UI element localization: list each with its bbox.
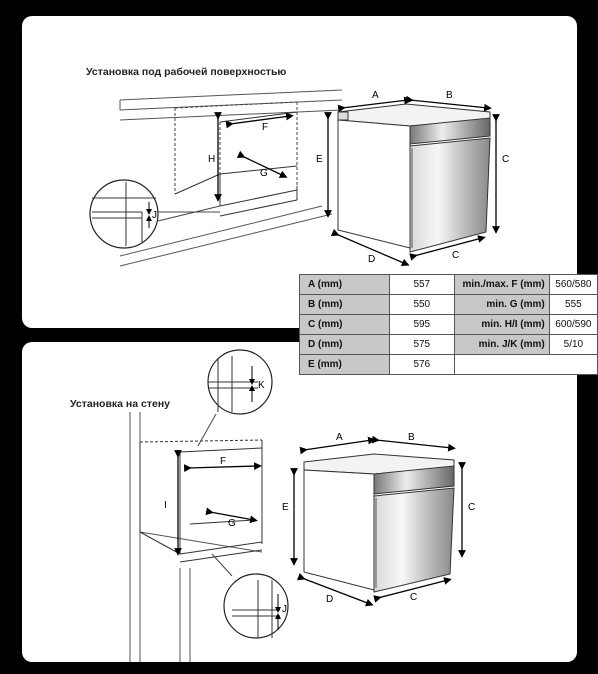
label-I: I bbox=[164, 500, 167, 511]
constraint-key: min./max. F (mm) bbox=[453, 274, 550, 295]
dimension-value: 595 bbox=[388, 314, 455, 335]
label-C-top: C bbox=[502, 154, 509, 165]
dimension-key: E (mm) bbox=[299, 354, 390, 375]
label-B-top: B bbox=[446, 90, 453, 101]
label-A-top: A bbox=[372, 90, 379, 101]
cabinet-niche-body bbox=[174, 111, 298, 217]
dimension-value: 576 bbox=[388, 354, 455, 375]
label-F-top: F bbox=[262, 122, 268, 133]
label-C2-bottom: C bbox=[410, 592, 417, 603]
wall-installation-heading: Установка на стену bbox=[70, 398, 171, 410]
dimension-value: 557 bbox=[388, 274, 455, 295]
dimension-value: 550 bbox=[388, 294, 455, 315]
wall-installation-diagram: I F G K J bbox=[129, 349, 475, 662]
detail-circle-k bbox=[197, 349, 273, 447]
detail-circle-j bbox=[89, 179, 221, 249]
dimension-key: A (mm) bbox=[299, 274, 390, 295]
constraint-key: min. H/I (mm) bbox=[453, 314, 550, 335]
under-counter-heading: Установка под рабочей поверхностью bbox=[86, 66, 287, 78]
constraint-value: 5/10 bbox=[548, 334, 598, 355]
cabinet-niche bbox=[174, 101, 298, 194]
constraint-value: 560/580 bbox=[548, 274, 598, 295]
label-E-top: E bbox=[316, 154, 323, 165]
label-C2-top: C bbox=[452, 250, 459, 261]
table-row: A (mm) 557 min./max. F (mm) 560/580 bbox=[299, 274, 598, 295]
label-E-bottom: E bbox=[282, 502, 289, 513]
dimension-value: 575 bbox=[388, 334, 455, 355]
table-row: D (mm) 575 min. J/K (mm) 5/10 bbox=[299, 334, 598, 355]
niche-dimension-lines bbox=[214, 112, 294, 202]
label-G-bottom: G bbox=[228, 518, 236, 529]
oven-top-dimension-lines bbox=[324, 95, 500, 267]
constraint-value: 600/590 bbox=[548, 314, 598, 335]
oven-illustration-bottom bbox=[303, 453, 455, 593]
oven-illustration-top bbox=[337, 103, 491, 253]
label-H: H bbox=[208, 154, 215, 165]
table-row: C (mm) 595 min. H/I (mm) 600/590 bbox=[299, 314, 598, 335]
label-F-bottom: F bbox=[220, 456, 226, 467]
label-C-bottom: C bbox=[468, 502, 475, 513]
label-D-bottom: D bbox=[326, 594, 333, 605]
label-G-top: G bbox=[260, 168, 268, 179]
constraint-value: 555 bbox=[548, 294, 598, 315]
empty-cell bbox=[453, 354, 598, 375]
detail-circle-j-bottom bbox=[211, 553, 289, 639]
dimension-key: C (mm) bbox=[299, 314, 390, 335]
label-J-bottom: J bbox=[282, 604, 287, 615]
table-row: E (mm) 576 bbox=[299, 354, 598, 375]
dimension-key: D (mm) bbox=[299, 334, 390, 355]
label-A-bottom: A bbox=[336, 432, 343, 443]
table-row: B (mm) 550 min. G (mm) 555 bbox=[299, 294, 598, 315]
label-B-bottom: B bbox=[408, 432, 415, 443]
wall-installation-panel: Установка на стену I F G bbox=[22, 342, 577, 662]
label-J-top: J bbox=[152, 210, 157, 221]
under-counter-diagram: H F G J bbox=[89, 89, 509, 267]
wall-cabinet-niche bbox=[139, 439, 263, 563]
oven-bottom-dimension-lines bbox=[290, 435, 466, 607]
constraint-key: min. G (mm) bbox=[453, 294, 550, 315]
dimensions-table: A (mm) 557 min./max. F (mm) 560/580 B (m… bbox=[299, 274, 598, 375]
constraint-key: min. J/K (mm) bbox=[453, 334, 550, 355]
label-D-top: D bbox=[368, 254, 375, 265]
label-K: K bbox=[258, 380, 265, 391]
dimension-key: B (mm) bbox=[299, 294, 390, 315]
wall-niche-dimension-lines bbox=[174, 450, 262, 556]
countertop-lines bbox=[119, 89, 343, 267]
